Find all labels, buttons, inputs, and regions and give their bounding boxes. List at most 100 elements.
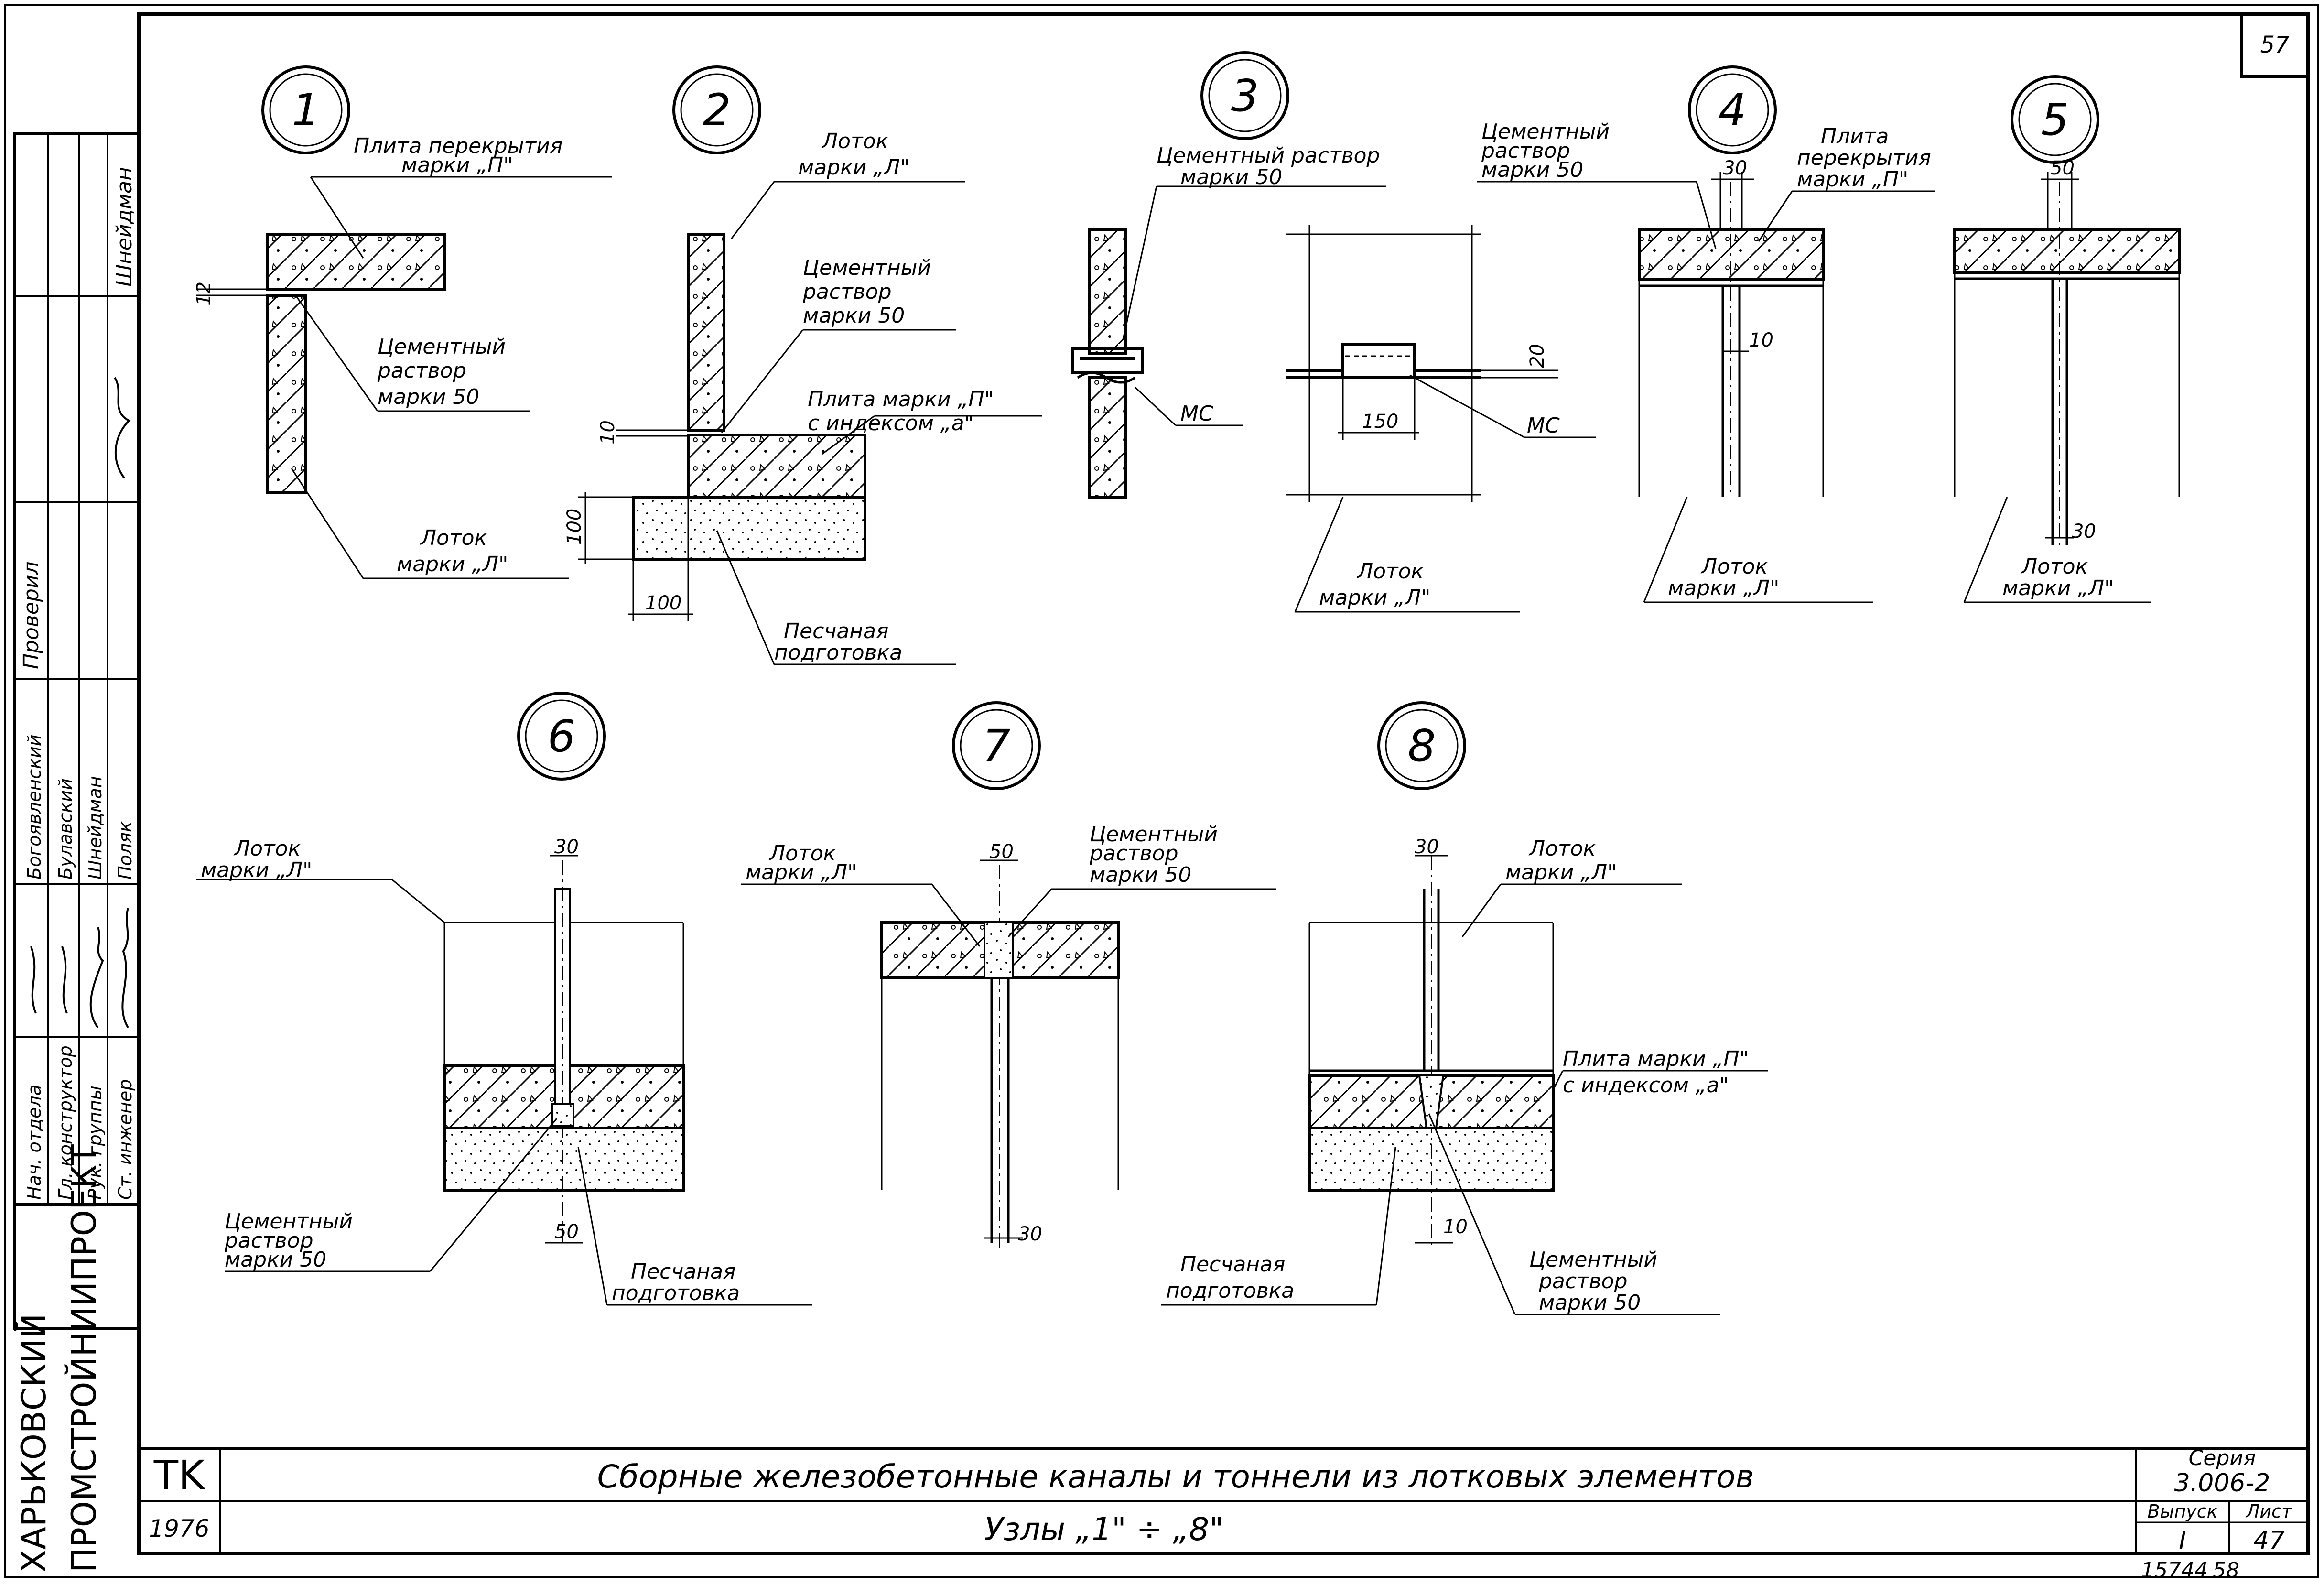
node-5-dim-50: 50 bbox=[2050, 157, 2075, 179]
node-2-tray-wall bbox=[687, 233, 725, 432]
tb-series-label: Серия bbox=[2189, 1446, 2256, 1470]
node-3-label-tray-1: Лоток bbox=[1356, 559, 1424, 584]
node-4-label-cement-1: Цементный bbox=[1481, 119, 1610, 144]
node-7-marker bbox=[952, 701, 1041, 790]
node-6-label-sand-2: подготовка bbox=[612, 1281, 740, 1305]
node-5-number: 5 bbox=[2041, 94, 2069, 145]
node-3-wall-upper bbox=[1088, 228, 1127, 355]
stamp-check-name: Шнейдман bbox=[112, 167, 137, 287]
node-2-label-tray-2: марки „Л" bbox=[798, 155, 909, 180]
node-3-label-mc-2: МС bbox=[1527, 413, 1560, 438]
node-1-slab bbox=[266, 233, 446, 291]
node-3-joint bbox=[1071, 347, 1144, 374]
node-4-dim-10: 10 bbox=[1749, 329, 1773, 351]
node-8-label-cement-3: марки 50 bbox=[1539, 1291, 1641, 1315]
node-7-cement bbox=[984, 922, 1014, 978]
node-4-label-slab-3: марки „П" bbox=[1797, 167, 1908, 192]
node-1-label-tray-2: марки „Л" bbox=[397, 552, 508, 576]
node-2-marker bbox=[672, 65, 761, 154]
node-8-dim-10: 10 bbox=[1443, 1216, 1468, 1238]
signature-3 bbox=[89, 927, 104, 1029]
node-7-number: 7 bbox=[983, 720, 1011, 771]
tb-issue-label: Выпуск bbox=[2147, 1501, 2217, 1522]
node-5: 5 50 30 Лоток марки „Л" bbox=[1953, 75, 2181, 603]
tb-subtitle: Узлы „1" ÷ „8" bbox=[984, 1511, 1224, 1548]
node-2-label-cement-3: марки 50 bbox=[803, 304, 905, 328]
node-1-number: 1 bbox=[292, 85, 320, 136]
node-4-label-cement-2: раствор bbox=[1481, 139, 1570, 163]
org-line-2: ПРОМСТРОЙНИИПРОЕКТ bbox=[65, 1144, 104, 1573]
node-7-label-tray-1: Лоток bbox=[768, 841, 836, 866]
node-8-marker bbox=[1377, 701, 1466, 790]
node-4-label-slab-2: перекрытия bbox=[1797, 146, 1931, 170]
node-1-marker bbox=[261, 65, 350, 154]
node-6-label-sand-1: Песчаная bbox=[631, 1259, 736, 1284]
node-2-label-plate-1: Плита марки „П" bbox=[808, 387, 994, 412]
node-7: 7 50 30 Лоток марки „Л" Цементный раство… bbox=[741, 701, 1276, 1248]
sheet-number-box bbox=[2240, 13, 2310, 78]
node-5-label-tray-2: марки „Л" bbox=[2002, 576, 2114, 600]
node-3-dim-150: 150 bbox=[1362, 411, 1398, 433]
node-2-label-plate-2: с индексом „а" bbox=[808, 411, 974, 435]
node-6-marker bbox=[517, 692, 606, 781]
sheet-outer-frame bbox=[4, 4, 2319, 1578]
node-4-label-tray-2: марки „Л" bbox=[1668, 576, 1779, 600]
stamp-name-3: Шнейдман bbox=[85, 776, 106, 879]
tb-code: TK bbox=[153, 1452, 205, 1498]
stamp-check-role: Проверил bbox=[19, 561, 43, 669]
node-1-label-cement-2: раствор bbox=[377, 358, 466, 383]
node-4-number: 4 bbox=[1719, 85, 1747, 136]
node-6-label-tray-1: Лоток bbox=[233, 836, 301, 861]
node-8-cement bbox=[1418, 1075, 1445, 1129]
node-6-sand bbox=[443, 1127, 685, 1192]
node-8-label-sand-2: подготовка bbox=[1166, 1279, 1294, 1303]
left-stamp: Проверил Шнейдман Нач. отдела Гл. констр… bbox=[13, 132, 140, 1330]
node-6-dim-30: 30 bbox=[554, 836, 579, 858]
node-6-label-tray-2: марки „Л" bbox=[201, 858, 312, 882]
node-3-label-cement-2: марки 50 bbox=[1180, 165, 1282, 189]
node-8-dim-30: 30 bbox=[1415, 836, 1439, 858]
node-2-sand bbox=[632, 496, 866, 561]
node-5-slab bbox=[1953, 228, 2181, 274]
node-8-label-tray-1: Лоток bbox=[1528, 836, 1596, 861]
stamp-role-2: Гл. конструктор bbox=[55, 1045, 76, 1200]
node-7-label-cement-2: раствор bbox=[1089, 841, 1178, 866]
node-2-dim-100-h: 100 bbox=[645, 592, 681, 614]
node-8-number: 8 bbox=[1408, 720, 1436, 771]
node-3-label-cement-1: Цементный раствор bbox=[1157, 143, 1380, 168]
node-1-tray-wall bbox=[266, 294, 307, 494]
node-6: 6 30 50 Лоток марки „Л" Цементный раство… bbox=[196, 692, 812, 1306]
node-5-dim-30: 30 bbox=[2072, 521, 2096, 543]
footer-page: 58 bbox=[2213, 1558, 2239, 1583]
node-4-label-tray-1: Лоток bbox=[1700, 554, 1768, 579]
node-3-number: 3 bbox=[1231, 70, 1259, 121]
node-6-label-cement-2: раствор bbox=[224, 1228, 313, 1253]
node-4: 4 30 10 Цементный раствор марки 50 Плита… bbox=[1477, 65, 1935, 603]
node-2-label-sand-1: Песчаная bbox=[784, 619, 889, 643]
node-7-dim-30: 30 bbox=[1018, 1223, 1042, 1245]
node-1: 1 12 Плита перекрытия марки „П" Цементны… bbox=[193, 65, 612, 579]
signature-4 bbox=[121, 908, 129, 1029]
node-4-marker bbox=[1688, 65, 1777, 154]
stamp-role-3: Рук. группы bbox=[85, 1086, 106, 1200]
signature-1 bbox=[30, 946, 37, 1014]
stamp-name-1: Богоявленский bbox=[24, 734, 45, 879]
signature-check bbox=[114, 377, 131, 479]
node-2-slab bbox=[687, 434, 866, 499]
node-4-label-cement-3: марки 50 bbox=[1481, 158, 1583, 182]
tb-sheet-value: 47 bbox=[2253, 1526, 2285, 1555]
node-6-dim-50: 50 bbox=[554, 1221, 579, 1243]
node-3-marker bbox=[1200, 51, 1289, 140]
stamp-role-4: Ст. инженер bbox=[115, 1079, 136, 1200]
node-8-label-tray-2: марки „Л" bbox=[1505, 860, 1617, 885]
node-2-dim-10: 10 bbox=[597, 420, 619, 445]
node-7-label-tray-2: марки „Л" bbox=[746, 860, 857, 885]
node-7-label-cement-3: марки 50 bbox=[1090, 863, 1191, 887]
node-6-number: 6 bbox=[548, 711, 576, 762]
node-3-wall-lower bbox=[1088, 376, 1127, 499]
node-3-label-tray-2: марки „Л" bbox=[1319, 586, 1430, 610]
node-6-label-cement-3: марки 50 bbox=[225, 1248, 326, 1272]
node-5-label-tray-1: Лоток bbox=[2021, 554, 2088, 579]
node-6-cement bbox=[551, 1103, 574, 1127]
